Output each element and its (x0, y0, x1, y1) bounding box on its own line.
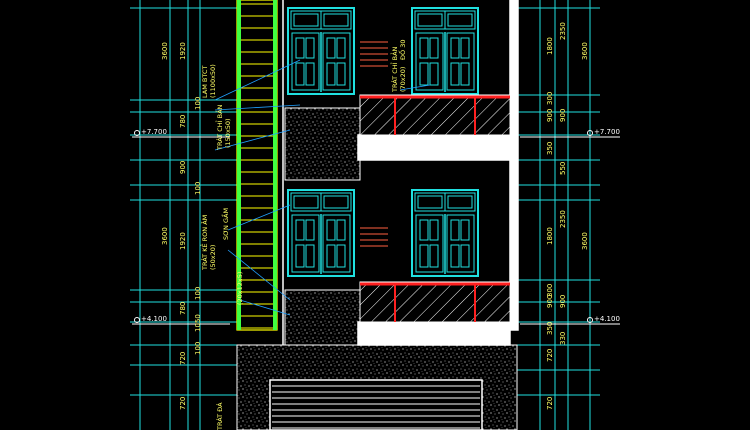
annotation-labels: LAM BTCT (1100x50) TRÁT CHỈ BẢN (150x50)… (200, 40, 407, 430)
right-dim-inner-1: 1800 (546, 37, 554, 55)
right-dim-inner-3: 900 (559, 109, 567, 122)
right-dim-small-5: 550 (559, 162, 567, 175)
left-dim-inner-1: 1920 (179, 42, 187, 60)
left-dimension-lines (130, 0, 240, 430)
right-dim-inner-7: 720 (546, 349, 554, 362)
right-dimension-lines (515, 0, 600, 430)
building-outline (282, 0, 519, 346)
right-dim-inner-5: 900 (546, 295, 554, 308)
left-dim-inner-5: 780 (179, 302, 187, 315)
annotation-trat-ke-ron-am: TRÁT KẺ RON ÂM (200, 215, 209, 271)
level-marker-right-upper (520, 130, 620, 138)
annotation-trat-da: TRÁT ĐÁ (215, 402, 224, 430)
right-dim-outer-upper: 3600 (581, 42, 589, 60)
left-dim-texts: 3600 3600 1920 780 900 1920 780 1050 720… (161, 42, 202, 410)
garage-shutter (269, 379, 483, 430)
right-dim-mid-lower: 2350 (559, 210, 567, 228)
annotation-son-gam: SƠN GẦM (220, 208, 230, 240)
window-upper-right (411, 7, 479, 95)
balcony-lower (359, 281, 511, 323)
right-dim-small-1: 300 (546, 92, 554, 105)
level-label-left-upper: +7.700 (141, 128, 167, 136)
left-dim-inner-3: 900 (179, 161, 187, 174)
left-dim-inner-4: 1920 (179, 232, 187, 250)
annotation-lam-btct: LAM BTCT (201, 66, 209, 98)
right-dim-inner-2: 900 (546, 109, 554, 122)
left-dim-outer-upper: 3600 (161, 42, 169, 60)
annotation-trat-chi-ban-right: TRÁT CHỈ BẢN (390, 46, 399, 93)
level-label-right-lower: +4.100 (594, 315, 620, 323)
right-dim-small-6: 330 (559, 332, 567, 345)
left-dim-outer-lower: 3600 (161, 227, 169, 245)
left-dim-small-3: 100 (194, 287, 202, 300)
level-marker-left-lower (132, 317, 230, 325)
annotation-trat-chi-ban-left: TRÁT CHỈ BẢN (215, 104, 224, 151)
annotation-trat-chi-ban-right-size: (70x20) (399, 67, 407, 92)
left-dim-inner-7: 720 (179, 352, 187, 365)
leader-lines (214, 59, 431, 316)
annotation-trat-chi-ban-left-size: (150x50) (224, 118, 232, 148)
speckle-panel-lower (284, 289, 361, 346)
right-dim-small-3: 350 (546, 322, 554, 335)
annotation-trat-ke-ron-am-size: (50x20) (209, 245, 217, 270)
balcony-upper (359, 94, 511, 136)
speckle-panel-upper (284, 107, 361, 181)
red-slats (360, 41, 388, 247)
level-label-right-upper: +7.700 (594, 128, 620, 136)
left-dim-small-4: 100 (194, 342, 202, 355)
left-dim-inner-6: 1050 (194, 314, 202, 332)
stair-column (236, 0, 278, 331)
level-marker-right-lower (520, 317, 620, 325)
left-dim-inner-2: 780 (179, 115, 187, 128)
level-label-left-lower: +4.100 (141, 315, 167, 323)
window-lower-right (411, 189, 479, 277)
window-upper-left (287, 7, 355, 95)
left-dim-small-2: 100 (194, 182, 202, 195)
left-dim-small-1: 100 (194, 97, 202, 110)
right-dim-outer-lower: 3600 (581, 232, 589, 250)
level-marker-left-upper (132, 130, 230, 138)
right-dim-small-2: 350 (546, 142, 554, 155)
left-dim-inner-8: 720 (179, 397, 187, 410)
annotation-do-30: ĐỐ 30 (397, 40, 407, 61)
right-dim-inner-6: 900 (559, 295, 567, 308)
right-dim-mid-upper: 2350 (559, 22, 567, 40)
right-dim-small-4: 300 (546, 284, 554, 297)
right-dim-texts: 3600 3600 2350 2350 1800 900 900 1800 90… (546, 22, 589, 410)
right-dim-inner-4: 1800 (546, 227, 554, 245)
right-dim-inner-8: 720 (546, 397, 554, 410)
annotation-size-small: (20x12x5) (236, 272, 244, 305)
annotation-lam-btct-size: (1100x50) (209, 64, 217, 98)
window-lower-left (287, 189, 355, 277)
